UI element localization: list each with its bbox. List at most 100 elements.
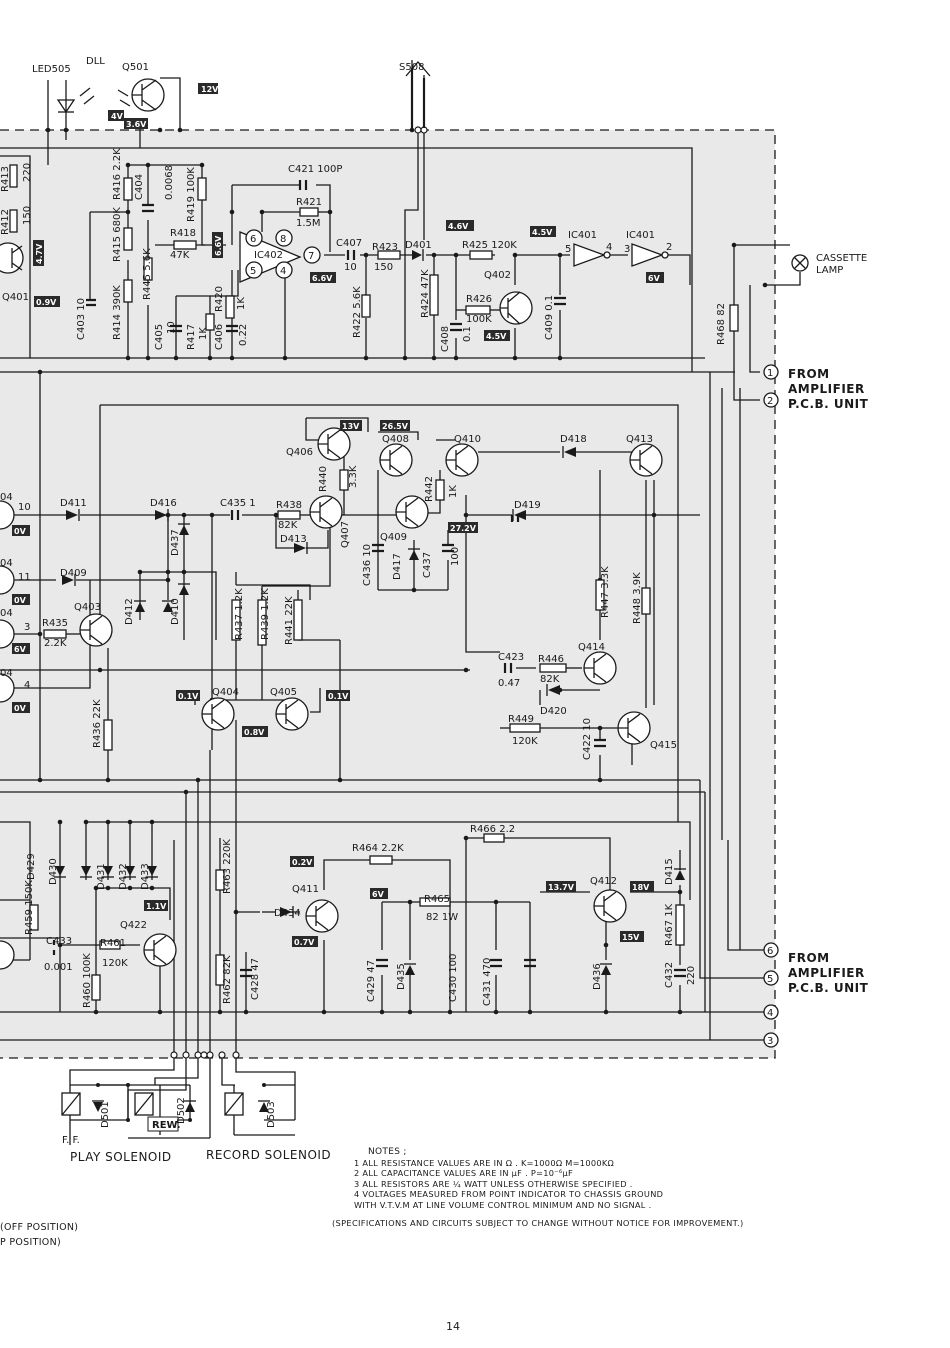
label-d412: D412 <box>124 598 135 625</box>
label-q403: Q403 <box>74 602 101 613</box>
note-line-4: 4 VOLTAGES MEASURED FROM POINT INDICATOR… <box>354 1189 664 1199</box>
label-r465-value: 82 1W <box>426 912 458 923</box>
led505-symbol <box>56 87 95 114</box>
svg-text:27.2V: 27.2V <box>450 524 477 533</box>
label-ic402: IC402 <box>254 250 283 261</box>
label-q415: Q415 <box>650 740 677 751</box>
left-note-off-position: (OFF POSITION) <box>0 1222 79 1233</box>
vtag-q501-e: 3.6V <box>124 118 148 129</box>
vtag-q404: 0.1V <box>176 690 200 701</box>
label-d430: D430 <box>48 858 59 885</box>
label-r440: R440 <box>318 466 329 492</box>
solenoid-coils <box>61 1092 270 1132</box>
cassette-lamp-label-line: CASSETTE <box>816 253 867 264</box>
label-r439: R439 1.2K <box>260 588 271 640</box>
label-c409: C409 0.1 <box>544 295 555 340</box>
svg-text:0V: 0V <box>14 596 27 605</box>
label-q404: Q404 <box>212 687 239 698</box>
label-connector-6: 6 <box>767 946 773 957</box>
svg-text:4.6V: 4.6V <box>448 222 469 231</box>
vtag-q402-e: 4.5V <box>484 330 510 341</box>
label-d409: D409 <box>60 568 87 579</box>
label-d434: D434 <box>274 908 301 919</box>
label-d417: D417 <box>392 553 403 580</box>
svg-text:0V: 0V <box>14 527 27 536</box>
label-c432-value: 220 <box>686 966 697 985</box>
top-capacitors <box>86 180 566 522</box>
svg-text:18V: 18V <box>632 883 650 892</box>
q501-transistor <box>117 78 165 112</box>
ic401-buffers <box>573 243 669 267</box>
vtag-q412-l: 13.7V <box>546 881 576 892</box>
label-ff: F. F. <box>62 1135 80 1146</box>
label-r426-value: 100K <box>466 314 492 325</box>
vtag-r435: 0V <box>12 702 30 713</box>
notes-disclaimer: (SPECIFICATIONS AND CIRCUITS SUBJECT TO … <box>332 1218 744 1228</box>
label-r446: R446 <box>538 654 564 665</box>
vtag-q402-c: 4.5V <box>530 226 556 237</box>
svg-text:0.1V: 0.1V <box>178 692 199 701</box>
label-04-c: 04 <box>0 608 13 619</box>
vtag-ic402-out: 6.6V <box>310 272 336 283</box>
top-resistors <box>9 164 739 332</box>
label-r436: R436 22K <box>92 699 103 748</box>
vtag-q408: 26.5V <box>380 420 410 431</box>
label-d433: D433 <box>140 863 151 890</box>
label-r423-value: 150 <box>374 262 393 273</box>
junction-dots <box>37 127 768 1122</box>
label-r422: R422 5.6K <box>352 286 363 338</box>
svg-text:6V: 6V <box>14 645 27 654</box>
label-c408-value: 0.1 <box>462 326 473 342</box>
label-d418: D418 <box>560 434 587 445</box>
note-line-1: 1 ALL RESISTANCE VALUES ARE IN Ω . K=100… <box>354 1157 615 1168</box>
label-pin8: 8 <box>280 234 286 245</box>
connector-label-line: AMPLIFIER <box>788 382 865 396</box>
label-d401: D401 <box>405 240 432 251</box>
vtag-q412-r: 18V <box>630 881 654 892</box>
label-r463: R463 220K <box>222 839 233 894</box>
lower-components <box>0 833 686 1001</box>
label-c407: C407 <box>336 238 362 249</box>
label-connector-3: 3 <box>767 1036 773 1047</box>
label-c403: C403 10 <box>76 298 87 340</box>
label-04-b: 04 <box>0 558 13 569</box>
middle-wiring <box>0 372 723 840</box>
label-r438: R438 <box>276 500 302 511</box>
label-r460: R460 100K <box>82 953 93 1008</box>
page-number: 14 <box>446 1320 460 1333</box>
svg-text:6.6V: 6.6V <box>214 235 223 256</box>
label-q413: Q413 <box>626 434 653 445</box>
label-r447: R447 3.3K <box>600 566 611 618</box>
label-r441: R441 22K <box>284 596 295 645</box>
svg-text:4.7V: 4.7V <box>35 243 44 264</box>
label-r440-value: 3.3K <box>348 465 359 488</box>
label-r425: R425 120K <box>462 240 517 251</box>
label-q411: Q411 <box>292 884 319 895</box>
label-ic401-b: IC401 <box>626 230 655 241</box>
svg-text:3.6V: 3.6V <box>126 120 147 129</box>
label-pin7: 7 <box>308 251 314 262</box>
connector-label-line: FROM <box>788 951 830 965</box>
vtag-q406: 13V <box>340 420 362 431</box>
label-r417: R417 <box>186 324 197 350</box>
label-d416: D416 <box>150 498 177 509</box>
label-r412: R412 <box>0 209 11 235</box>
svg-text:0.1V: 0.1V <box>328 692 349 701</box>
label-r446-value: 82K <box>540 674 560 685</box>
label-pin4: 4 <box>24 680 30 691</box>
pcb-boundary <box>0 129 776 1059</box>
s508-switch <box>405 61 431 128</box>
label-pin11: 11 <box>18 572 31 583</box>
label-c428: C428 47 <box>250 958 261 1000</box>
label-d413: D413 <box>280 534 307 545</box>
label-d419: D419 <box>514 500 541 511</box>
vtag-d401: 4.6V <box>446 220 474 231</box>
label-d410: D410 <box>170 598 181 625</box>
q401-transistor <box>0 242 24 274</box>
connector-label-line: FROM <box>788 367 830 381</box>
vtag-q501-c: 12V <box>198 83 219 94</box>
label-c407-value: 10 <box>344 262 357 273</box>
label-r442-value: 1K <box>448 485 459 498</box>
label-c435: C435 1 <box>220 498 256 509</box>
